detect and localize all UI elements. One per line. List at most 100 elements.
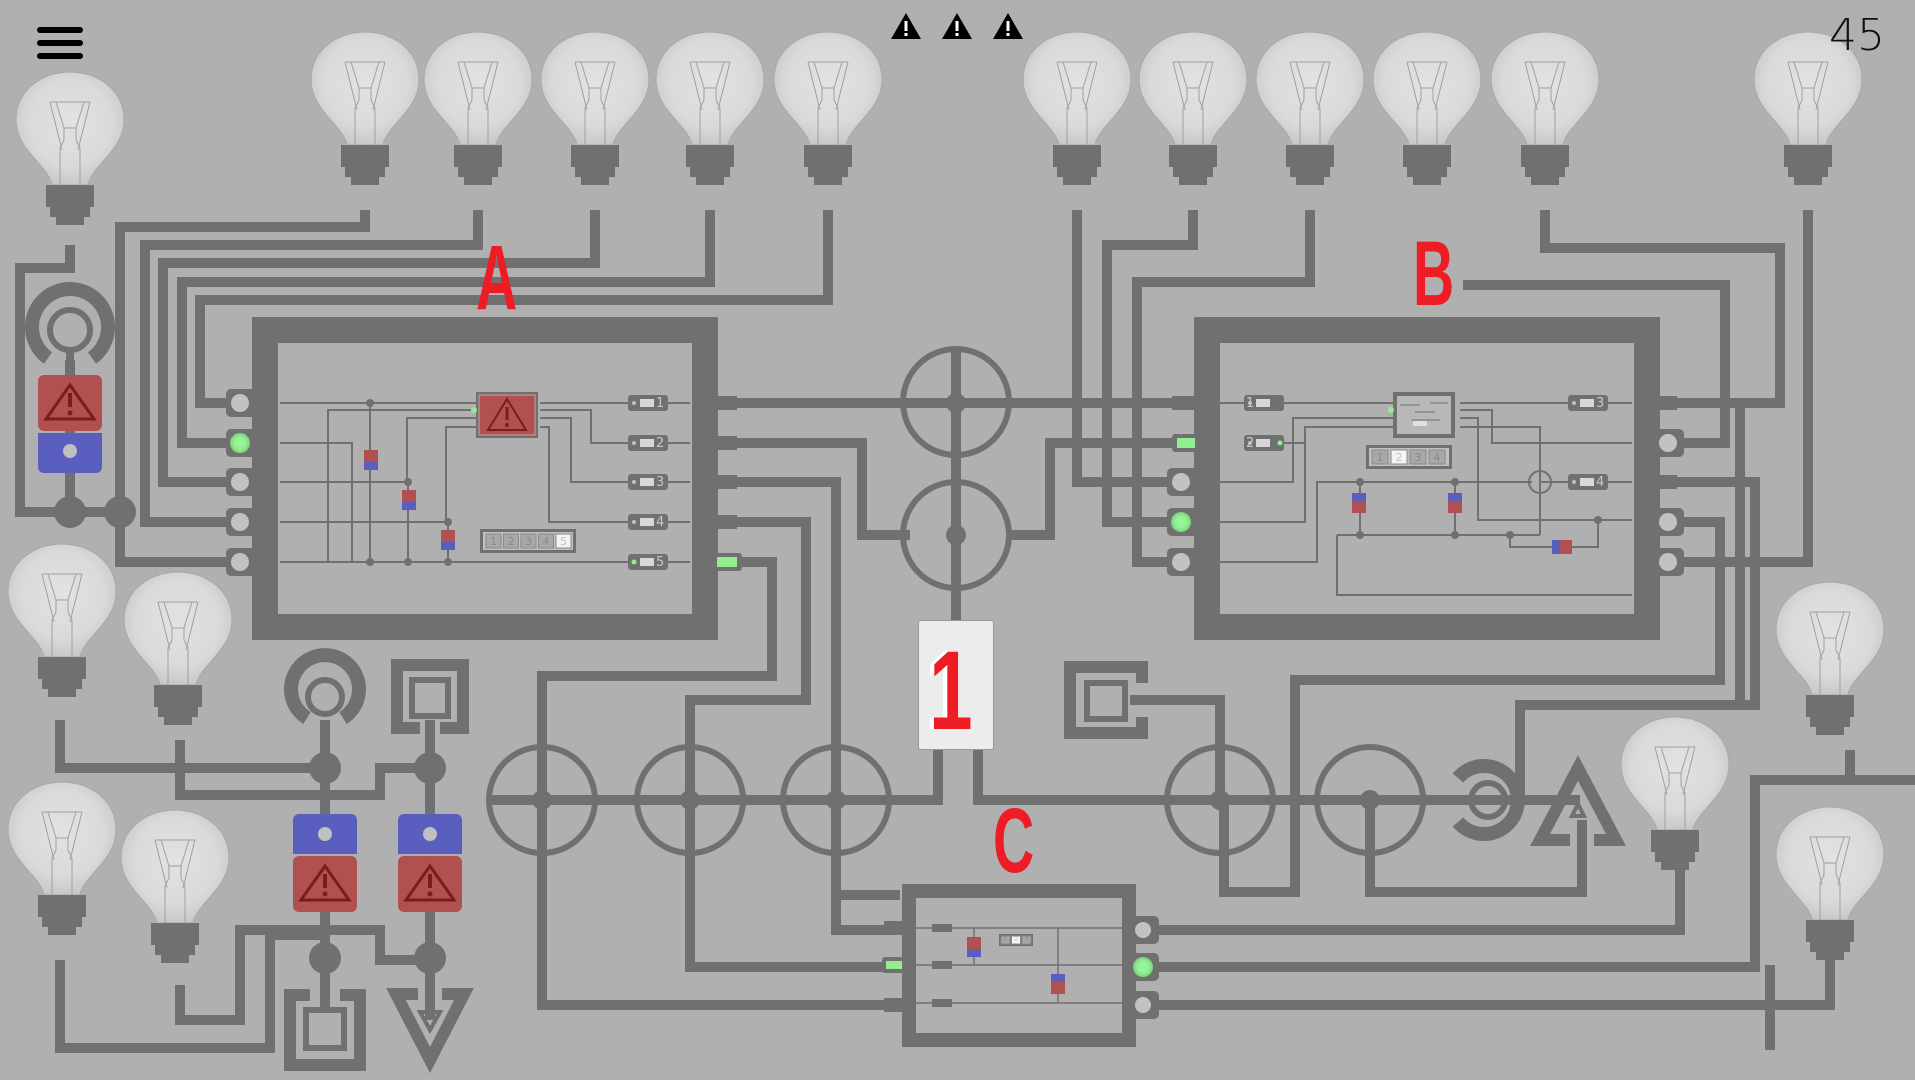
right-nodes[interactable]	[1064, 661, 1626, 846]
port-off[interactable]	[1659, 553, 1677, 571]
selector-button[interactable]	[485, 533, 502, 549]
selector-button[interactable]	[1428, 449, 1446, 465]
mini-lock-icon	[1552, 540, 1572, 554]
mini-lock-icon	[1448, 493, 1462, 513]
bulb-icon	[1620, 716, 1730, 871]
selector-button[interactable]	[1011, 935, 1021, 945]
port-off[interactable]	[1167, 468, 1201, 496]
selector-button[interactable]	[1000, 935, 1011, 945]
move-counter: 45	[1829, 10, 1885, 61]
port-on[interactable]	[226, 429, 260, 457]
input-label: 2	[1246, 436, 1254, 451]
bulb-icon	[1490, 31, 1600, 186]
bulb-icon	[7, 781, 117, 936]
selector-button-label: 4	[1434, 451, 1441, 464]
bulb-icon	[1138, 31, 1248, 186]
box-b-inputs: 1 2	[1244, 395, 1284, 451]
bulb-icon	[15, 71, 125, 226]
warning-icon	[891, 13, 921, 39]
output-label: 4	[656, 515, 664, 530]
box-b-label: B	[1413, 223, 1455, 325]
selector-button[interactable]	[503, 533, 519, 549]
output-led-on	[712, 553, 742, 571]
mini-lock-icon	[1352, 493, 1366, 513]
selector-button[interactable]	[1021, 935, 1032, 945]
selector-button-label: 2	[1396, 451, 1403, 464]
input-led-on	[1172, 434, 1202, 452]
bulb-icon	[655, 31, 765, 186]
chip-b-circuit[interactable]	[1388, 392, 1455, 438]
input-label: 1	[1246, 396, 1254, 411]
port-off[interactable]	[1135, 997, 1151, 1013]
selector-button[interactable]	[1371, 449, 1389, 465]
box-a-outputs: 1 2 3 4 5	[628, 395, 668, 570]
input-led-on	[882, 957, 909, 973]
level-card[interactable]: 1	[918, 620, 994, 750]
bulb-icon	[1775, 581, 1885, 736]
bulb-icon	[1775, 806, 1885, 961]
selector-button-label: 1	[490, 535, 497, 548]
port-on[interactable]	[1133, 957, 1153, 977]
port-off[interactable]	[1167, 548, 1201, 576]
box-a-label: A	[476, 227, 518, 329]
wires	[15, 210, 1915, 1053]
selector-button-label: 3	[1025, 936, 1029, 943]
selector-button[interactable]	[1390, 449, 1408, 465]
port-off[interactable]	[1659, 434, 1677, 452]
selector-button-label: 4	[543, 535, 550, 548]
output-label: 5	[656, 555, 664, 570]
port-off[interactable]	[1135, 922, 1151, 938]
port-off[interactable]	[226, 548, 260, 576]
bottom-left-locks[interactable]	[284, 648, 474, 1074]
lock-icon[interactable]	[36, 373, 104, 475]
output-label: 2	[656, 436, 664, 451]
port-off[interactable]	[1659, 513, 1677, 531]
mini-lock-icon	[402, 490, 416, 510]
level-card-number: 1	[929, 628, 973, 753]
selector-button[interactable]	[520, 533, 537, 549]
port-on[interactable]	[1167, 508, 1201, 536]
port-off[interactable]	[226, 508, 260, 536]
output-label: 3	[1596, 396, 1604, 411]
bulb-icon	[1022, 31, 1132, 186]
selector-button[interactable]	[1409, 449, 1427, 465]
selector-button-label: 3	[525, 535, 532, 548]
lock-icon[interactable]	[291, 812, 359, 914]
selector-button-label: 2	[508, 535, 515, 548]
bulb-icon	[310, 31, 420, 186]
output-label: 1	[656, 396, 664, 411]
bulb-icon	[423, 31, 533, 186]
mini-lock-icon	[364, 450, 378, 470]
hamburger-menu-icon	[37, 27, 83, 33]
menu-button[interactable]	[37, 27, 83, 63]
chip-a-warning[interactable]	[471, 392, 538, 438]
port-off[interactable]	[226, 389, 260, 417]
output-label: 4	[1596, 475, 1604, 490]
bulb-icon	[7, 543, 117, 698]
selector-button[interactable]	[538, 533, 554, 549]
lock-icon[interactable]	[396, 812, 464, 914]
bulb-icon	[123, 571, 233, 726]
bulb-icon	[120, 809, 230, 964]
box-c-label: C	[993, 790, 1035, 892]
bulb-icon	[773, 31, 883, 186]
left-ring-lock[interactable]	[25, 282, 136, 528]
warning-icon	[993, 13, 1023, 39]
bulb-icon	[1372, 31, 1482, 186]
warning-indicators	[890, 12, 1024, 40]
selector-button-label: 3	[1415, 451, 1422, 464]
selector-button-label: 2	[1014, 936, 1018, 943]
mini-lock-icon	[1051, 974, 1065, 994]
mini-lock-icon	[441, 530, 455, 550]
port-off[interactable]	[226, 468, 260, 496]
bottom-junctions	[486, 744, 1426, 856]
selector-button[interactable]	[555, 533, 572, 549]
bulb-icon	[540, 31, 650, 186]
